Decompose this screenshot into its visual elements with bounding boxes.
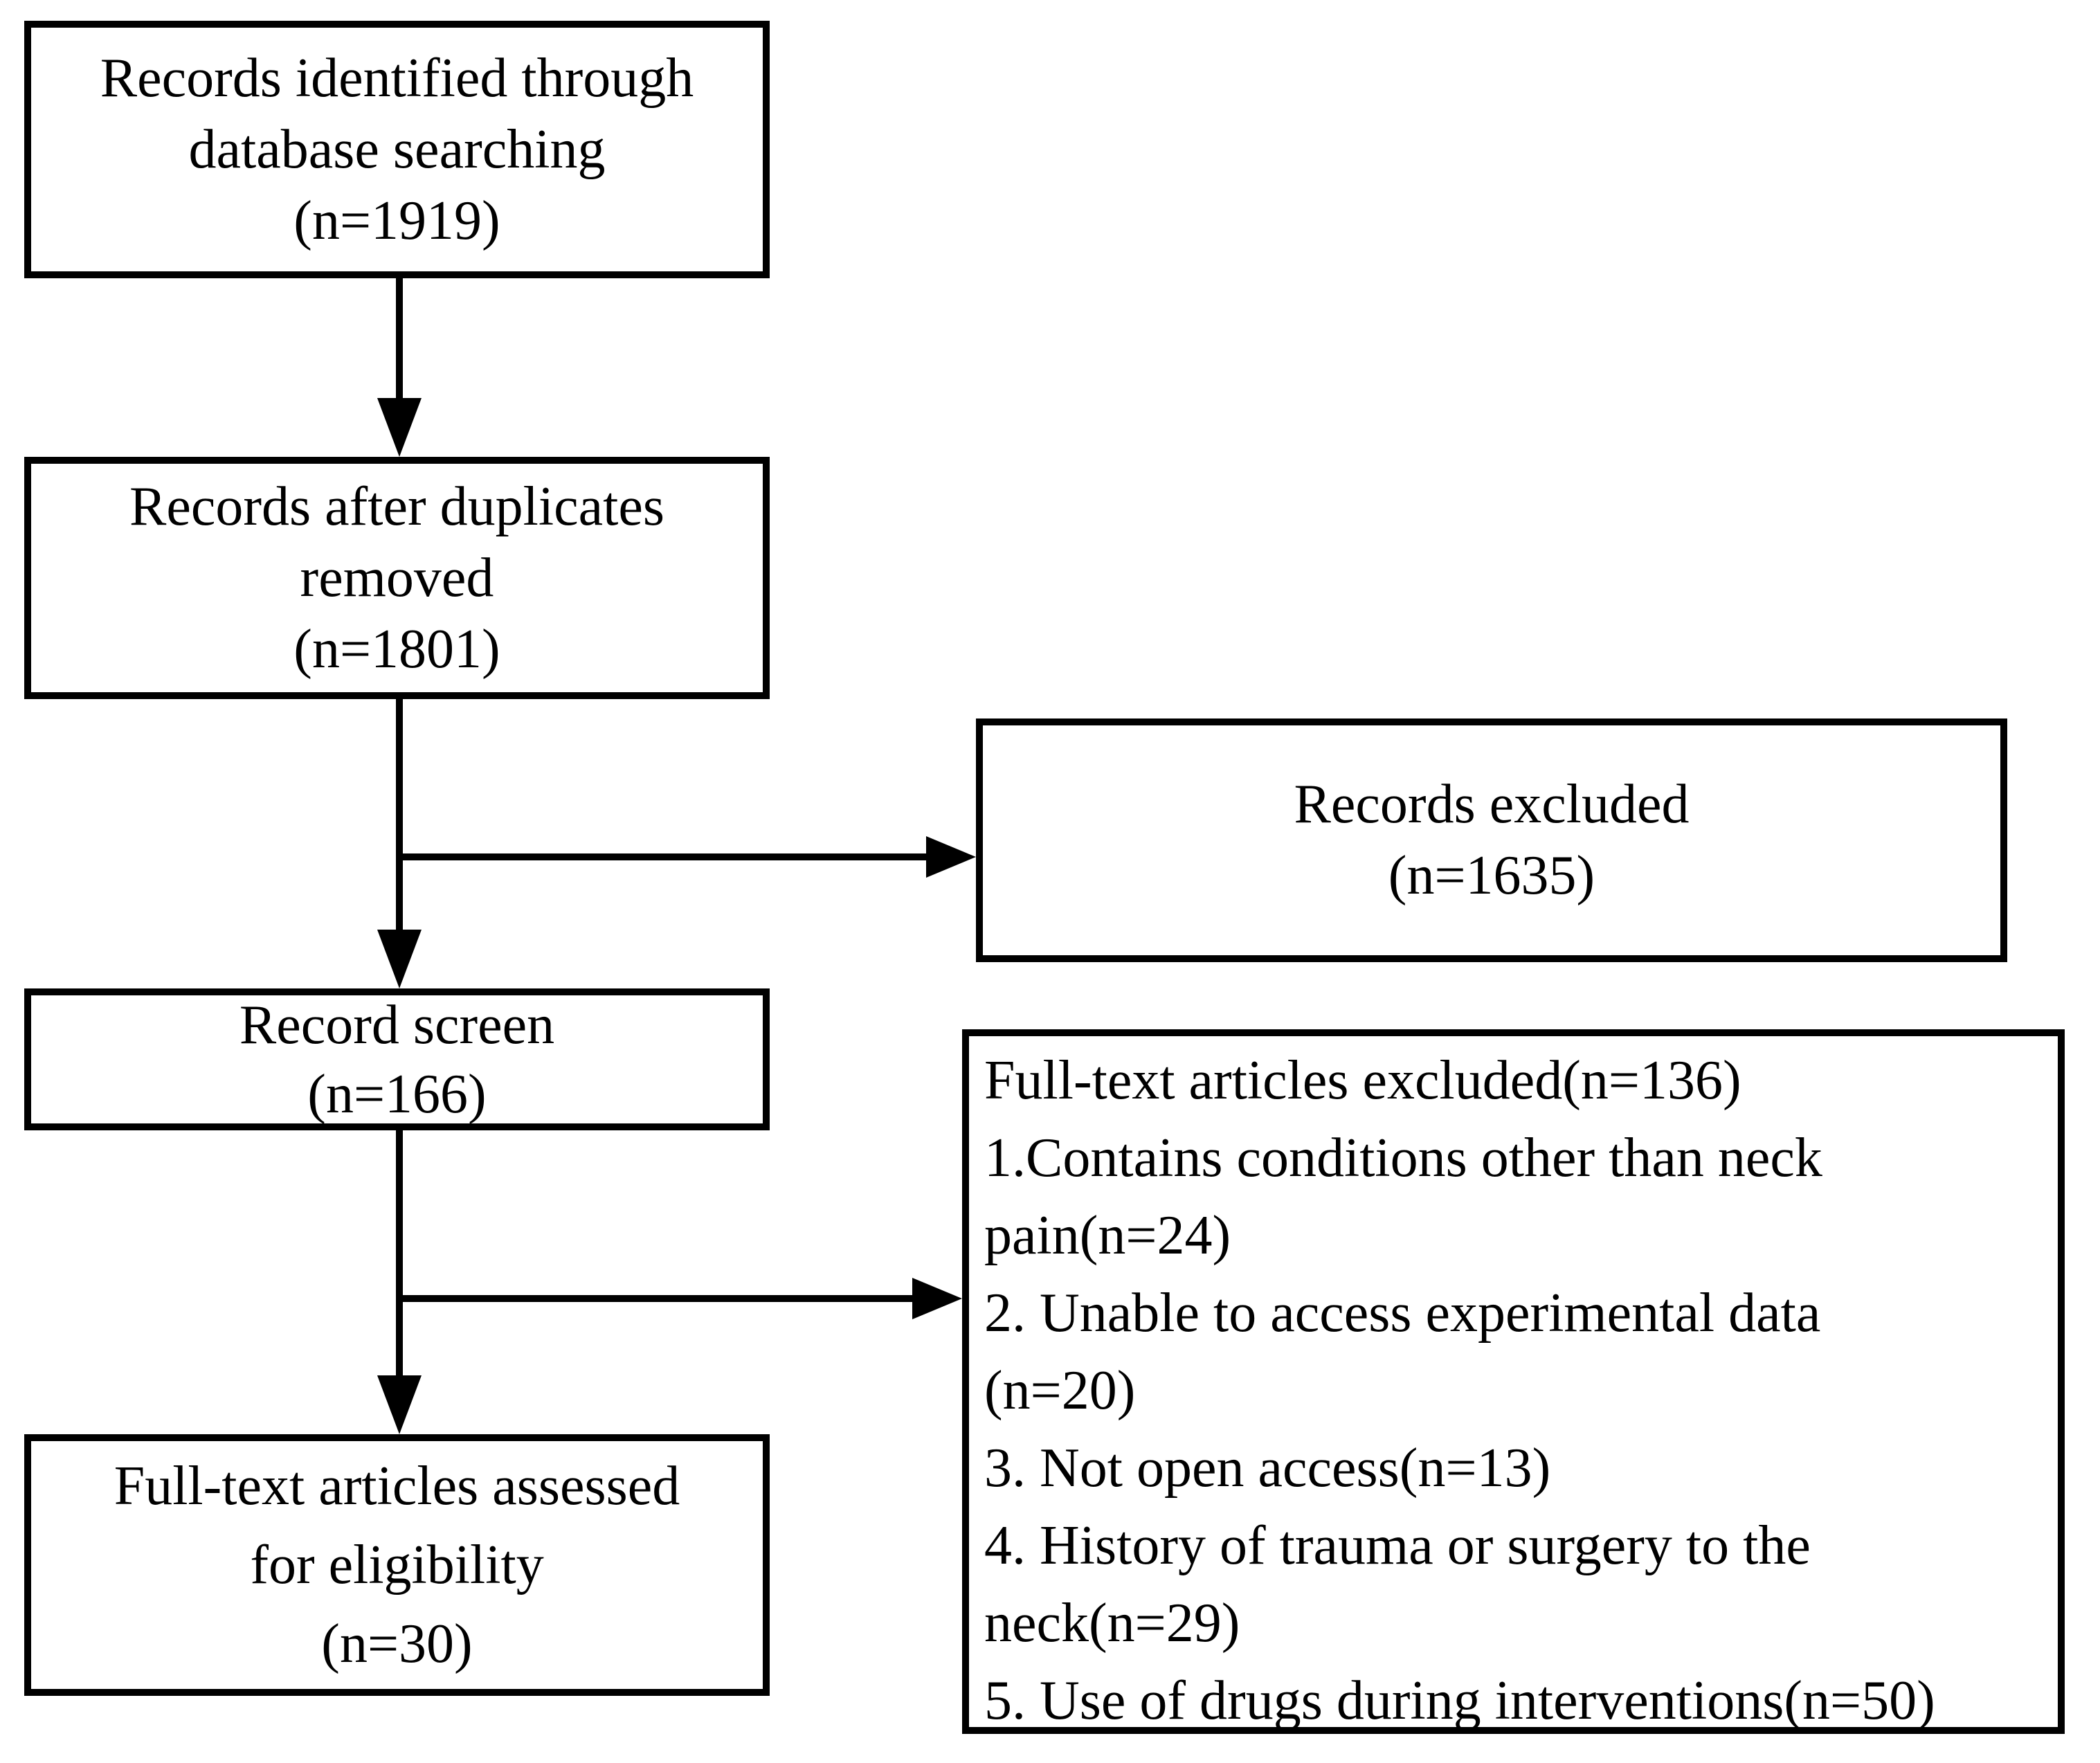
text-line: Records identified through [100, 47, 694, 109]
text-line: (n=30) [321, 1613, 473, 1674]
text-line: database searching [188, 118, 606, 180]
arrowhead-down-icon [377, 930, 422, 988]
text-line: 3. Not open access(n=13) [984, 1438, 1551, 1499]
text-line: for eligibility [250, 1535, 544, 1595]
arrowhead-down-icon [377, 398, 422, 457]
text-line: (n=1635) [1388, 845, 1595, 906]
arrowhead-right-icon [912, 1278, 962, 1319]
text-line: pain(n=24) [984, 1205, 1231, 1266]
text-line: 1.Contains conditions other than neck [984, 1128, 1822, 1188]
box-records-identified: Records identified through database sear… [24, 21, 770, 278]
arrowhead-down-icon [377, 1375, 422, 1434]
arrow-line-identified-to-duplicates [396, 278, 403, 399]
text-line: (n=20) [984, 1360, 1136, 1421]
box-record-screen: Record screen (n=166) [24, 988, 770, 1130]
text-line: Records after duplicates [129, 476, 664, 537]
text-line: (n=166) [307, 1063, 487, 1125]
arrow-line-duplicates-to-screen [396, 699, 403, 931]
text-line: Full-text articles assessed [114, 1456, 680, 1517]
text-line: Full-text articles excluded(n=136) [984, 1050, 1741, 1111]
arrow-line-branch-fulltext-excluded [399, 1295, 914, 1302]
text-line: Records excluded [1294, 774, 1690, 835]
box-fulltext-articles-assessed: Full-text articles assessed for eligibil… [24, 1434, 770, 1696]
box-fulltext-articles-excluded: Full-text articles excluded(n=136) 1.Con… [962, 1029, 2065, 1734]
text-line: (n=1919) [293, 190, 500, 251]
text-line: 2. Unable to access experimental data [984, 1283, 1821, 1344]
text-line: removed [300, 547, 494, 608]
text-line: neck(n=29) [984, 1593, 1240, 1654]
arrow-line-branch-records-excluded [399, 853, 927, 860]
arrow-line-screen-to-assessed [396, 1130, 403, 1377]
text-line: 4. History of trauma or surgery to the [984, 1515, 1811, 1576]
text-line: Record screen [239, 994, 555, 1056]
box-records-after-duplicates-removed: Records after duplicates removed (n=1801… [24, 457, 770, 699]
arrowhead-right-icon [926, 836, 976, 878]
text-line: 5. Use of drugs during interventions(n=5… [984, 1670, 1935, 1731]
text-line: (n=1801) [293, 618, 500, 680]
box-records-excluded: Records excluded (n=1635) [976, 718, 2007, 962]
